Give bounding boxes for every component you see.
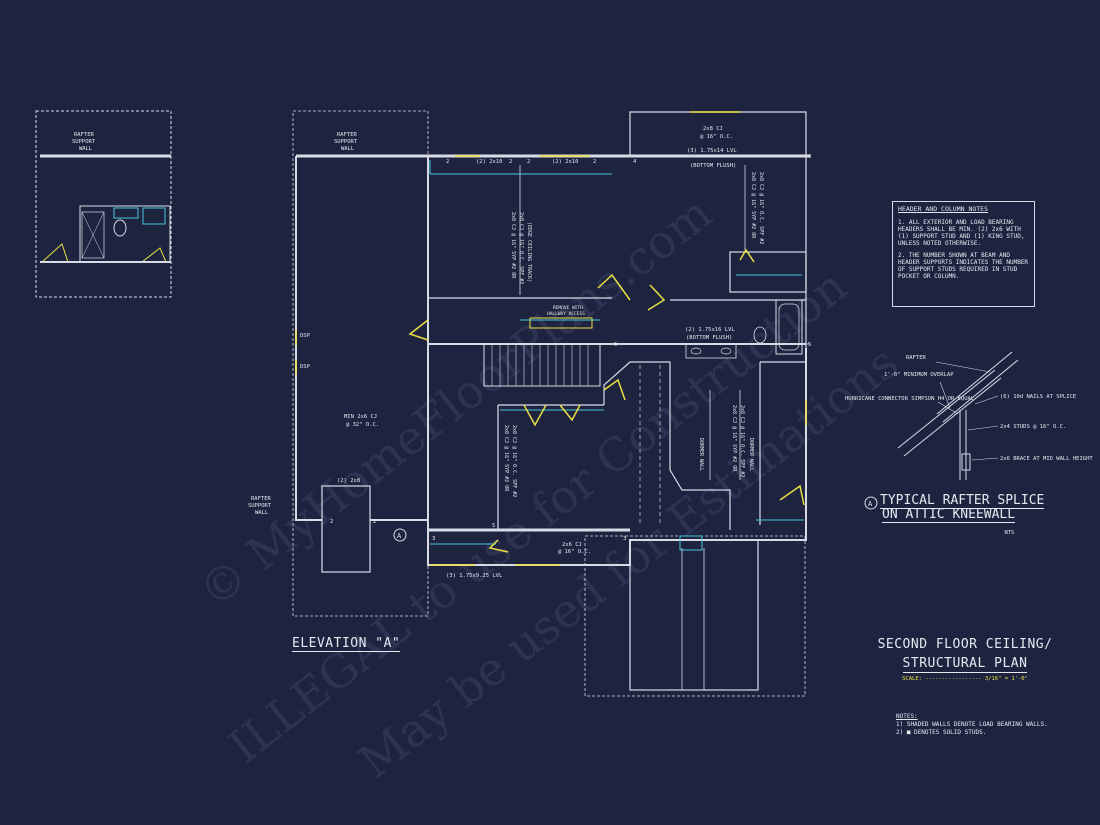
oc-32-label: @ 32" O.C.: [346, 422, 379, 428]
load-bearing-highlights: [429, 160, 804, 551]
cj-2x8-label: 2x8 CJ: [703, 126, 723, 132]
plan-title-block: SECOND FLOOR CEILING/ STRUCTURAL PLAN SC…: [860, 637, 1070, 682]
vert-cj-a: 2x8 CJ @ 16" SYP #2 OR: [510, 212, 516, 279]
num-5c: 5: [808, 342, 811, 348]
remove-attic-label: REMOVE WITH: [553, 305, 583, 311]
header-2x8-label: (2) 2x8: [337, 478, 360, 484]
main-plan-walls: [292, 110, 810, 697]
splice-title-line2: ON ATTIC KNEEWALL: [882, 507, 1016, 523]
support-label-top: SUPPORT: [334, 139, 358, 145]
doors-windows: [295, 111, 807, 566]
splice-brace: 2x6 BRACE AT MID WALL HEIGHT: [1000, 456, 1093, 462]
num-5b: 5: [614, 342, 617, 348]
vert-cj-f: 2x8 CJ @ 16" SYP #2 OR: [503, 425, 509, 492]
splice-nts: NTS: [1004, 530, 1015, 536]
dsp-label-1: DSP: [300, 333, 311, 339]
wall-label-bottom: WALL: [255, 510, 269, 516]
inset-rafter-label: RAFTER: [74, 132, 95, 138]
lvl-top-label: (3) 1.75x14 LVL: [687, 148, 737, 154]
num-2b: 2: [509, 159, 512, 165]
rafter-label-top: RAFTER: [337, 132, 358, 138]
plan-title-line1: SECOND FLOOR CEILING/: [877, 637, 1053, 652]
num-4a: 4: [633, 159, 637, 165]
num-2e: 2: [330, 519, 333, 525]
splice-studs: 2x4 STUDS @ 16" O.C.: [1000, 424, 1066, 430]
header-note-2: 2. THE NUMBER SHOWN AT BEAM AND HEADER S…: [898, 252, 1029, 280]
splice-title: TYPICAL RAFTER SPLICE ON ATTIC KNEEWALL …: [862, 493, 1045, 540]
lvl-mid-label: (2) 1.75x16 LVL: [685, 327, 735, 333]
note-2: 2) ■ DENOTES SOLID STUDS.: [896, 729, 987, 736]
bottom-flush-mid: (BOTTOM FLUSH): [686, 335, 732, 341]
elevation-label: ELEVATION "A": [292, 636, 401, 652]
wall-label-top: WALL: [341, 146, 355, 152]
header-2x10-b: (2) 2x10: [552, 159, 579, 165]
support-label-bottom: SUPPORT: [248, 503, 272, 509]
min-2x6-label: MIN 2x6 CJ: [344, 414, 377, 420]
header-2x10-a: (2) 2x10: [476, 159, 503, 165]
num-2a: 2: [446, 159, 449, 165]
rafter-label-bottom: RAFTER: [251, 496, 272, 502]
num-4b: 4: [808, 154, 812, 160]
section-marker: [393, 528, 407, 542]
vert-cj-h: 2x8 CJ @ 16" SYP #2 OR: [731, 405, 737, 472]
splice-title-line1: TYPICAL RAFTER SPLICE: [880, 493, 1045, 509]
rafter-splice-detail: [897, 351, 1019, 480]
oc-16-top-label: @ 16" O.C.: [700, 134, 733, 140]
oc-16-bottom-label: @ 16" O.C.: [558, 549, 591, 555]
splice-marker-circle: [864, 496, 878, 510]
dormer-wall-1: DORMER WALL: [698, 438, 704, 471]
num-3a: 3: [432, 536, 435, 542]
splice-rafter: RAFTER: [906, 355, 927, 361]
hallway-access-label: HALLWAY ACCESS: [547, 311, 585, 317]
vert-cj-b: 2x8 CJ @ 16" O.C. SPF #2: [518, 212, 524, 284]
vert-cj-g: 2x8 CJ @ 16" O.C. SPF #2: [511, 425, 517, 497]
plan-notes: NOTES: 1) SHADED WALLS DENOTE LOAD BEARI…: [896, 713, 1048, 737]
plan-title-line2: STRUCTURAL PLAN: [902, 656, 1028, 673]
header-notes-title: HEADER AND COLUMN NOTES: [898, 205, 989, 213]
splice-marker: A: [868, 500, 873, 508]
vert-cj-i: 2x8 CJ @ 16" O.C. SPF #2: [739, 405, 745, 477]
plan-scale: SCALE: ----------------- 3/16" = 1'-0": [902, 676, 1028, 682]
header-note-1: 1. ALL EXTERIOR AND LOAD BEARING HEADERS…: [898, 219, 1025, 247]
splice-connector: HURRICANE CONNECTOR SIMPSON H4 OR EQUAL: [845, 396, 975, 402]
note-1: 1) SHADED WALLS DENOTE LOAD BEARING WALL…: [896, 721, 1048, 728]
inset-support-label: SUPPORT: [72, 139, 96, 145]
inset-plan: [35, 110, 172, 298]
dormer-wall-2: DORMER WALL: [748, 438, 754, 471]
num-2f: 2: [373, 519, 376, 525]
header-column-notes: HEADER AND COLUMN NOTES 1. ALL EXTERIOR …: [892, 201, 1035, 307]
cj-2x6-label: 2x6 CJ: [562, 542, 582, 548]
num-2c: 2: [527, 159, 530, 165]
vert-cj-d: 2x8 CJ @ 16" SYP #2 OR: [750, 172, 756, 239]
num-5a: 5: [492, 523, 495, 529]
splice-overlap: 1'-0" MINIMUM OVERLAP: [884, 372, 954, 378]
lvl-bottom-label: (3) 1.75x9.25 LVL: [446, 573, 503, 579]
inset-wall-label: WALL: [79, 146, 93, 152]
vert-cj-e: 2x8 CJ @ 16" O.C. SPF #2: [758, 172, 764, 244]
bottom-flush-top: (BOTTOM FLUSH): [690, 163, 736, 169]
dsp-label-2: DSP: [300, 364, 311, 370]
num-2d: 2: [593, 159, 596, 165]
section-marker-label: A: [397, 532, 402, 540]
splice-nails: (6) 10d NAILS AT SPLICE: [1000, 394, 1076, 400]
num-3b: 3: [623, 536, 626, 542]
vert-cj-c: (EDGE CEILING TRACK): [526, 222, 532, 282]
notes-title: NOTES:: [896, 713, 918, 720]
